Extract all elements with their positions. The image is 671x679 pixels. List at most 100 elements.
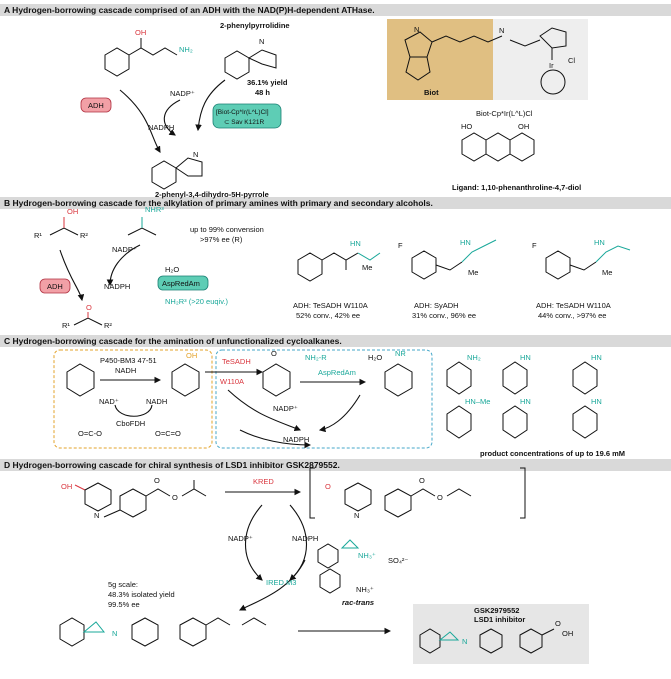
d-ald-n: N <box>354 511 359 520</box>
a-nadp-plus: NADP⁺ <box>170 89 195 98</box>
phen-ring-3 <box>509 132 535 162</box>
section-a-scheme: OH NH₂ 2-phenylpyrrolidine N NADP⁺ NADPH… <box>80 19 588 199</box>
aspredam-enzyme-b <box>157 275 209 291</box>
d-rac-trans: rac-trans <box>342 598 374 607</box>
d-scale-3: 99.5% ee <box>108 600 140 609</box>
c-p4 <box>446 405 472 439</box>
phen-oh-1: HO <box>461 122 472 131</box>
c-p1 <box>446 361 472 395</box>
b-product-3-ring <box>545 250 571 280</box>
ir-cl: Cl <box>568 56 575 65</box>
c-cyclohexanol <box>171 363 200 397</box>
atase-cat-line2: ⊂ Sav K121R <box>224 119 264 126</box>
atase-cat-line1: [Biot-Cp*Ir(L^L)Cl] <box>216 109 269 116</box>
a-time: 48 h <box>255 88 270 97</box>
section-c-scheme: P450-BM3 47-51 NADH NAD⁺ NADH CboFDH O=C… <box>53 349 625 458</box>
d-ald-co: O <box>419 476 425 485</box>
adh-label-a: ADH <box>88 101 104 110</box>
b-conv: up to 99% convension <box>190 225 264 234</box>
c-p4-hnme: HN–Me <box>465 397 490 406</box>
a-yield: 36.1% yield <box>247 78 288 87</box>
b-p1-nh: HN <box>350 239 361 248</box>
d-aldehyde-o: O <box>325 482 331 491</box>
d-cpa-phenyl-2 <box>319 568 341 594</box>
final-nh: N <box>462 637 467 646</box>
aspredam-label-b: AspRedAm <box>162 279 200 288</box>
final-o: O <box>555 619 561 628</box>
c-tesadh: TeSADH <box>222 357 251 366</box>
phen-oh-2: OH <box>518 122 529 131</box>
d-cpa-phenyl-1 <box>317 543 339 569</box>
c-p1-nh2: NH₂ <box>467 353 481 362</box>
section-c-title: C Hydrogen-borrowing cascade for the ami… <box>0 335 671 347</box>
c-p450-box <box>53 349 213 449</box>
c-p5-hn: HN <box>520 397 531 406</box>
d-product-benzoate <box>179 617 207 647</box>
c-amine-product <box>384 363 413 397</box>
c-cyclohexanone <box>262 363 291 397</box>
phen-ring-2 <box>485 132 511 162</box>
intermediate-n: N <box>193 150 198 159</box>
biotin-s: N <box>414 25 419 34</box>
d-piperidine <box>84 482 112 512</box>
c-nadph: NADPH <box>283 435 309 444</box>
final-desc: LSD1 inhibitor <box>474 615 525 624</box>
b-product-2-enzyme: ADH: SyADH <box>414 301 459 310</box>
b-p2-nh: HN <box>460 238 471 247</box>
c-oh: OH <box>186 351 197 360</box>
b-r2: R² <box>80 231 88 240</box>
product-a-nh: N <box>259 37 264 46</box>
substrate-a-oh: OH <box>135 28 146 37</box>
c-redam-box <box>215 349 433 449</box>
final-oh: OH <box>562 629 573 638</box>
b-p2-me: Me <box>468 268 478 277</box>
c-p2 <box>502 361 528 395</box>
c-ketone-o: O <box>271 349 277 358</box>
d-nh3-2: NH₃⁺ <box>356 585 374 594</box>
b-p3-me: Me <box>602 268 612 277</box>
adh-enzyme-b <box>39 278 71 294</box>
d-product-phenyl <box>59 617 85 647</box>
c-cbofdh: CboFDH <box>116 419 145 428</box>
ligand-arc <box>540 69 566 95</box>
c-p2-hn: HN <box>520 353 531 362</box>
b-nadph: NADPH <box>104 282 130 291</box>
c-nad-plus: NAD⁺ <box>99 397 119 406</box>
b-p2-f: F <box>398 241 403 250</box>
b-nadp-plus: NADP⁺ <box>112 245 137 254</box>
d-scale-2: 48.3% isolated yield <box>108 590 175 599</box>
b-p3-nh: HN <box>594 238 605 247</box>
b-product-3-result: 44% conv., >97% ee <box>538 311 606 320</box>
d-nh3-1: NH₃⁺ <box>358 551 376 560</box>
c-co2: O=C=O <box>155 429 181 438</box>
d-so4: SO₄²⁻ <box>388 556 408 565</box>
biot-box <box>387 19 493 100</box>
b-p1-me: Me <box>362 263 372 272</box>
product-a-name: 2-phenylpyrrolidine <box>220 21 290 30</box>
a-nadph: NADPH <box>148 123 174 132</box>
d-benzoate <box>119 488 147 518</box>
d-nadph: NADPH <box>292 534 318 543</box>
b-ketone-r2: R² <box>104 321 112 330</box>
c-p3 <box>572 361 598 395</box>
b-ketone-o: O <box>86 303 92 312</box>
c-w110a: W110A <box>220 377 244 386</box>
d-ald-eo: O <box>437 493 443 502</box>
ligand-label: Ligand: 1,10-phenanthroline-4,7-diol <box>452 183 581 192</box>
c-cyclohexane <box>66 363 95 397</box>
b-amine-nhr3: NHR³ <box>145 205 164 214</box>
final-piperidine <box>479 628 503 654</box>
b-product-1-enzyme: ADH: TeSADH W110A <box>293 301 368 310</box>
c-p6-hn: HN <box>591 397 602 406</box>
d-oh: OH <box>61 482 72 491</box>
cp-ring <box>539 27 567 49</box>
section-b-title: B Hydrogen-borrowing cascade for the alk… <box>0 197 671 209</box>
d-carbonyl-o: O <box>154 476 160 485</box>
substrate-a-nh2: NH₂ <box>179 45 193 54</box>
c-aspredam: AspRedAm <box>318 368 356 377</box>
biotin-thiophane <box>404 31 433 58</box>
adh-label-b: ADH <box>47 282 63 291</box>
final-name: GSK2979552 <box>474 606 519 615</box>
c-p6 <box>572 405 598 439</box>
atase-catalyst-box <box>212 103 282 129</box>
